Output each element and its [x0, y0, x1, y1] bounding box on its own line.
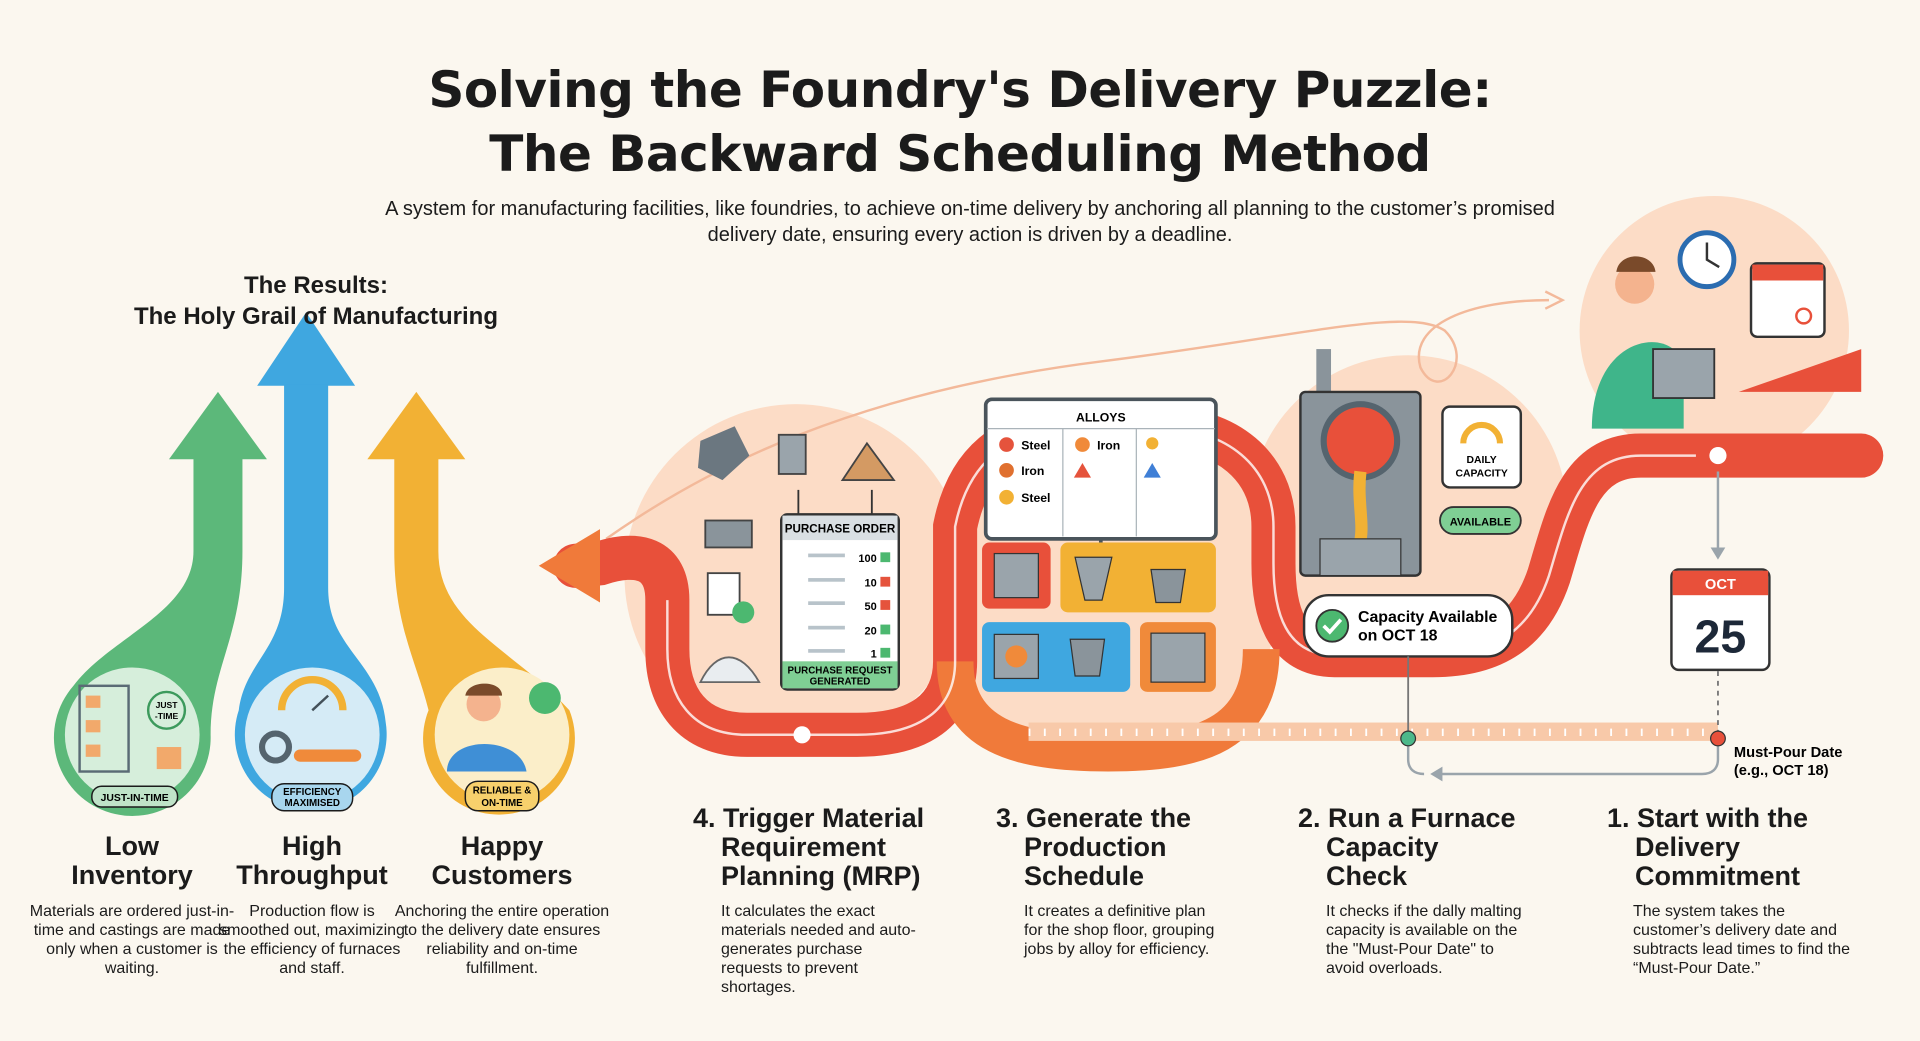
alloys_board-col1-2: Steel: [1021, 491, 1050, 505]
step-2-description: It checks if the dally malting capacity …: [1326, 903, 1522, 977]
furnace-illustration: DAILY CAPACITY AVAILABLE: [1299, 349, 1523, 577]
results-items-1-title_1: High: [282, 831, 342, 861]
person-head: [1615, 264, 1655, 304]
po-status: [880, 552, 891, 563]
po-line: 1: [808, 647, 891, 661]
capacity-date-marker: [1400, 730, 1417, 747]
road-center-line: [666, 427, 1696, 737]
result-desc-happy-customers: Anchoring the entire operation to the de…: [394, 903, 610, 977]
furnace-capacity_badge_2: on OCT 18: [1358, 627, 1438, 644]
header-title_line1: Solving the Foundry's Delivery Puzzle:: [428, 61, 1492, 119]
must-pour-label: Must-Pour Date: [1734, 745, 1843, 761]
delivery-date-calendar: OCT 25: [1670, 568, 1771, 672]
furnace-status: AVAILABLE: [1450, 516, 1511, 528]
raw-material-icons: [697, 426, 896, 684]
alloys_board-col1-0: Steel: [1021, 438, 1050, 452]
results-items-0-title_2: Inventory: [71, 860, 193, 890]
purchase_order-footer_2: GENERATED: [810, 677, 871, 688]
arrow-head-icon: [1544, 290, 1566, 310]
results-items-0-badge: JUST-IN-TIME: [101, 793, 169, 804]
page-subtitle: A system for manufacturing facilities, l…: [385, 198, 1555, 246]
production-loop-road: [936, 648, 1280, 772]
step-3-description: It creates a definitive plan for the sho…: [1024, 903, 1215, 958]
alloys-board: ALLOYS Steel Iron Steel Iron: [983, 397, 1218, 558]
po-line: 10: [808, 576, 891, 590]
road-dot: [793, 726, 811, 744]
results-items-2-title_2: Customers: [431, 860, 573, 890]
purchase-order-card: PURCHASE ORDER 100 10 50 20 1 PURCHASE R…: [780, 489, 900, 691]
check-circle-icon: [1315, 608, 1350, 643]
step-4-description: It calculates the exact materials needed…: [721, 903, 916, 996]
purchase_order-lines-4-qty: 1: [871, 649, 877, 661]
high-throughput-bulb: EFFICIENCY MAXIMISED: [234, 312, 387, 812]
results-items-2-title_1: Happy: [460, 831, 544, 861]
purchase_order-lines-2-qty: 50: [864, 601, 876, 613]
furnace-gauge_label_2: CAPACITY: [1455, 468, 1507, 479]
results-items-0-icon_label_1: JUST: [156, 700, 179, 710]
production-tiles: [982, 542, 1216, 692]
furnace-gauge_label_1: DAILY: [1467, 455, 1497, 466]
arrow-left-icon: [1430, 766, 1443, 782]
results-items-1-title_2: Throughput: [236, 860, 388, 890]
results-heading: The Results: The Holy Grail of Manufactu…: [66, 270, 566, 332]
results-items-0-title_1: Low: [105, 831, 159, 861]
low-inventory-bulb: JUST -TIME JUST-IN-TIME: [53, 391, 267, 816]
delivery-handoff-illustration: [1591, 230, 1862, 429]
alloys_board-col2-0: Iron: [1097, 438, 1120, 452]
purchase_order-header: PURCHASE ORDER: [785, 523, 896, 536]
results-heading_line1: The Results:: [243, 272, 389, 299]
timeline-bar: [1028, 722, 1718, 741]
step-2-title: 2. Run a Furnace Capacity Check: [1298, 803, 1516, 891]
step-1-title: 1. Start with the Delivery Commitment: [1607, 803, 1809, 891]
arrow-down-icon: [1710, 547, 1726, 560]
po-line: 20: [808, 624, 891, 637]
must-pour-example: (e.g., OCT 18): [1734, 763, 1829, 779]
po-line: 50: [808, 600, 891, 613]
purchase_order-footer_1: PURCHASE REQUEST: [788, 666, 893, 677]
results-items-2-badge_1: RELIABLE &: [473, 786, 532, 797]
alloys_board-header: ALLOYS: [1076, 410, 1126, 424]
capacity-available-badge: Capacity Available on OCT 18: [1302, 593, 1514, 658]
happy-customers-bulb: RELIABLE & ON-TIME: [367, 391, 575, 815]
alloys_board-col1-1: Iron: [1021, 464, 1044, 478]
purchase_order-lines-1-qty: 10: [864, 578, 876, 590]
result-desc-low-inventory: Materials are ordered just-in-time and c…: [29, 903, 235, 977]
step-4-title: 4. Trigger Material Requirement Planning…: [693, 803, 925, 891]
po-line: 100: [808, 552, 891, 565]
page-title: Solving the Foundry's Delivery Puzzle: T…: [0, 58, 1920, 186]
calendar-day: 25: [1695, 611, 1747, 663]
results-items-2-badge_2: ON-TIME: [481, 798, 523, 809]
purchase_order-lines-0-qty: 100: [858, 553, 876, 565]
furnace-capacity_badge_1: Capacity Available: [1358, 609, 1498, 626]
result-desc-high-throughput: Production flow is smoothed out, maximiz…: [219, 903, 405, 977]
header-title_line2: The Backward Scheduling Method: [489, 125, 1431, 183]
step-1-description: The system takes the customer’s delivery…: [1633, 903, 1850, 977]
results-items-1-badge_2: MAXIMISED: [285, 798, 340, 809]
road-dot: [1709, 447, 1727, 465]
step-3-title: 3. Generate the Production Schedule: [996, 803, 1192, 891]
results-items-1-badge_1: EFFICIENCY: [283, 787, 342, 798]
results-heading_line2: The Holy Grail of Manufacturing: [133, 303, 499, 330]
results-items-0-icon_label_2: -TIME: [155, 711, 179, 721]
must-pour-date-marker: [1710, 730, 1726, 747]
road-arrow-left-icon: [538, 529, 600, 603]
calendar-grid-icon: [1749, 262, 1826, 339]
purchase_order-lines-3-qty: 20: [864, 625, 876, 637]
calendar-month: OCT: [1705, 577, 1736, 593]
